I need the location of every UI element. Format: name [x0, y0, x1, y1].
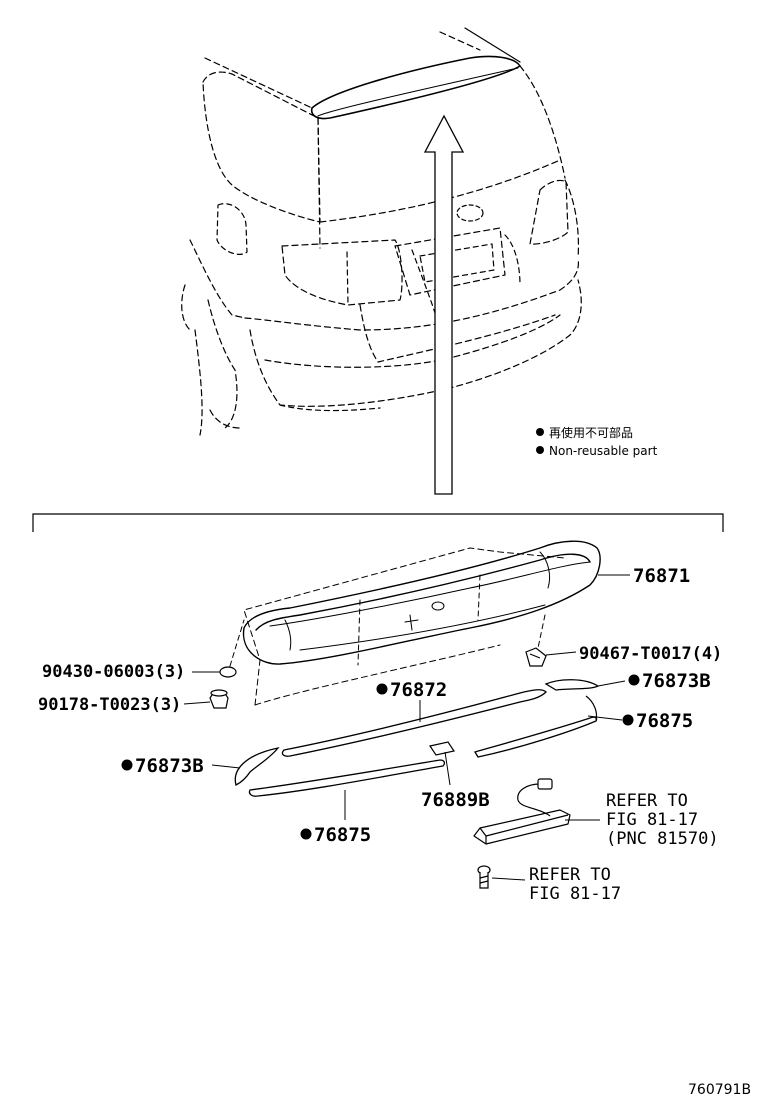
- seal-76873b-left: [234, 746, 280, 786]
- legend-text-ja: 再使用不可部品: [549, 425, 633, 440]
- cushion-76875-right: [474, 695, 598, 758]
- cushion-76875-left: [248, 759, 446, 797]
- seal-76872: [281, 689, 547, 757]
- vehicle-rear-illustration: [181, 27, 582, 436]
- leader-lines: [183, 574, 630, 881]
- label-76872: 76872: [390, 679, 447, 701]
- clip-90467: [525, 647, 547, 667]
- section-bracket: [32, 513, 724, 532]
- figure-code: 760791B: [688, 1082, 751, 1098]
- label-76875-left: 76875: [314, 824, 371, 846]
- legend-dot-icon: [536, 428, 544, 436]
- part-labels: 76871 90467-T0017(4) 90430-06003(3) 9017…: [38, 565, 751, 1098]
- label-76875-right: 76875: [636, 710, 693, 732]
- non-reusable-dot-icon: [622, 714, 634, 726]
- label-90430: 90430-06003(3): [42, 662, 185, 682]
- ref2-line2: FIG 81-17: [529, 884, 621, 904]
- non-reusable-dot-icon: [121, 759, 133, 771]
- stop-lamp-assy: [473, 778, 571, 845]
- washer-90430: [219, 666, 237, 678]
- label-90178: 90178-T0023(3): [38, 695, 181, 715]
- non-reusable-dot-icon: [300, 828, 312, 840]
- pad-76889b: [429, 741, 455, 756]
- label-76889b: 76889B: [421, 789, 490, 811]
- label-76873b-right: 76873B: [642, 670, 711, 692]
- ref2-line1: REFER TO: [529, 865, 611, 885]
- rear-spoiler-assy: [229, 540, 601, 706]
- legend-dot-icon: [536, 446, 544, 454]
- ref1-line2: FIG 81-17: [606, 810, 698, 830]
- legend: 再使用不可部品 Non-reusable part: [536, 425, 658, 458]
- legend-text-en: Non-reusable part: [549, 444, 658, 458]
- ref1-line3: (PNC 81570): [606, 829, 719, 849]
- ref1-line1: REFER TO: [606, 791, 688, 811]
- non-reusable-dot-icon: [628, 674, 640, 686]
- location-arrow: [423, 114, 465, 495]
- screw: [477, 865, 491, 889]
- seal-76873b-right: [544, 679, 600, 691]
- nut-90178: [209, 689, 229, 709]
- label-76873b-left: 76873B: [135, 755, 204, 777]
- label-90467: 90467-T0017(4): [579, 644, 722, 664]
- non-reusable-dot-icon: [376, 683, 388, 695]
- label-76871: 76871: [633, 565, 690, 587]
